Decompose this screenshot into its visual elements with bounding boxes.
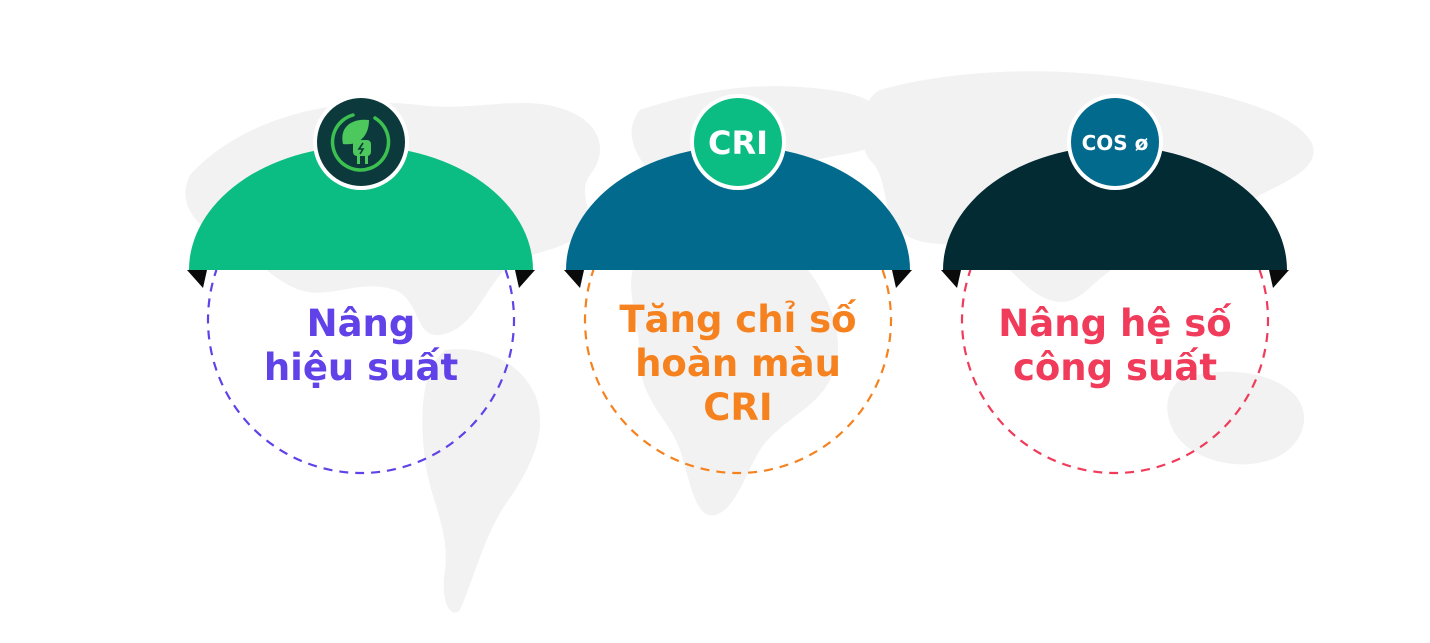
badge-power-factor xyxy=(1071,98,1159,186)
card-line: hoàn màu xyxy=(635,342,841,385)
fold-right-efficiency xyxy=(515,270,535,288)
card-efficiency xyxy=(187,94,535,475)
card-line: công suất xyxy=(1012,346,1218,389)
fold-left-efficiency xyxy=(187,270,207,288)
badge-label-cri: CRI xyxy=(708,124,768,162)
badge-cri xyxy=(694,98,782,186)
dashed-circle-cri xyxy=(583,269,893,475)
cards-layer: CRI COS ø xyxy=(187,94,1289,475)
dashed-circle-efficiency xyxy=(206,269,516,475)
card-line: Tăng chỉ số xyxy=(619,298,857,341)
cap-efficiency xyxy=(189,146,533,270)
badge-label-power-factor: COS ø xyxy=(1082,131,1149,155)
card-line: Nâng xyxy=(306,302,416,345)
fold-right-power-factor xyxy=(1269,270,1289,288)
fold-left-power-factor xyxy=(941,270,961,288)
card-line: hiệu suất xyxy=(263,346,459,389)
fold-right-cri xyxy=(892,270,912,288)
dashed-circle-power-factor xyxy=(960,269,1270,475)
card-cri: CRI xyxy=(564,94,912,475)
cap-power-factor xyxy=(943,146,1287,270)
leaf-plug-icon xyxy=(330,113,391,172)
card-line: CRI xyxy=(703,386,773,429)
card-power-factor: COS ø xyxy=(941,94,1289,475)
card-line: Nâng hệ số xyxy=(998,302,1232,345)
cap-cri xyxy=(566,146,910,270)
fold-left-cri xyxy=(564,270,584,288)
